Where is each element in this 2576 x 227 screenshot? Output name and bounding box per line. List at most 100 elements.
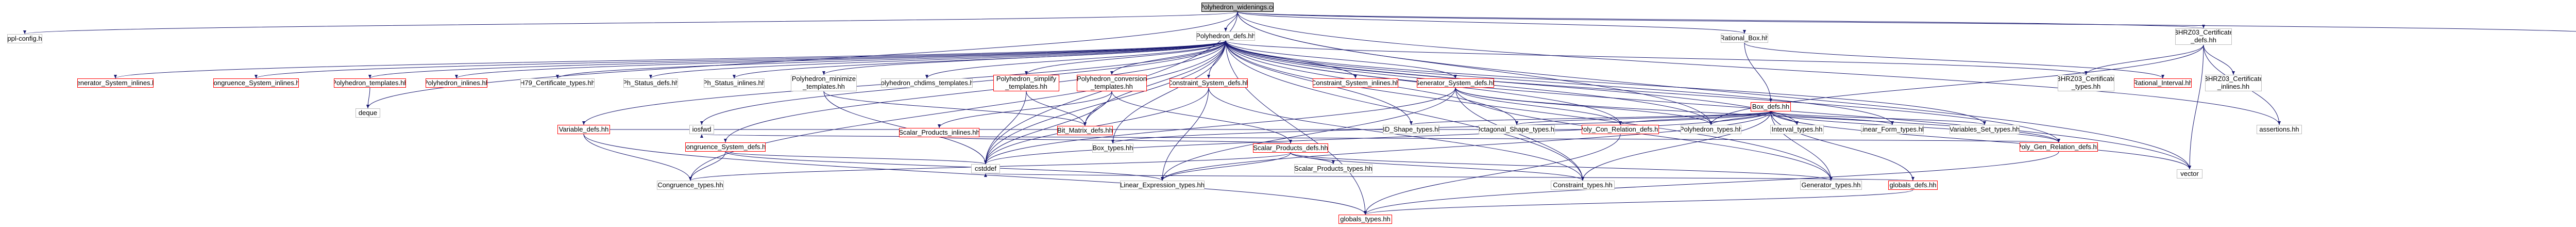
- node-scalar-products-inlines-hh[interactable]: Scalar_Products_inlines.hh: [899, 128, 979, 137]
- edge-generator_system_defs-to-poly_gen_relation_defs: [1455, 87, 2060, 143]
- node-polyhedron-chdims-templates-hh[interactable]: Polyhedron_chdims_templates.hh: [881, 78, 973, 88]
- node-deque[interactable]: deque: [355, 108, 380, 118]
- node-linear-form-types-hh[interactable]: Linear_Form_types.hh: [1861, 125, 1924, 134]
- edge-polyhedron_templates-to-deque: [366, 87, 370, 109]
- node-generator-types-hh[interactable]: Generator_types.hh: [1800, 181, 1862, 190]
- node-bd-shape-types-hh[interactable]: BD_Shape_types.hh: [1383, 125, 1439, 134]
- edge-bhrz03_cert_defs-to-bhrz03_cert_inlines: [2203, 44, 2235, 75]
- edge-polyhedron_defs-to-vector: [1225, 40, 2191, 170]
- node-polyhedron-types-hh[interactable]: Polyhedron_types.hh: [1681, 125, 1741, 134]
- node-ph-status-inlines-hh[interactable]: Ph_Status_inlines.hh: [704, 78, 765, 88]
- edge-generator_system_defs-to-polyhedron_types: [1455, 87, 1713, 125]
- node-bhrz03-certificate-types-hh[interactable]: BHRZ03_Certificate _types.hh: [2058, 75, 2114, 91]
- edge-polyhedron_simplify_templates-to-bit_matrix_defs: [1026, 91, 1087, 126]
- edge-root-to-polyhedron_defs: [1224, 11, 1238, 32]
- node-globals-types-hh[interactable]: globals_types.hh: [1338, 215, 1392, 224]
- edge-poly_gen_relation_defs-to-iosfwd: [701, 134, 2059, 143]
- node-box-types-hh[interactable]: Box_types.hh: [1092, 143, 1133, 153]
- node-bit-matrix-defs-hh[interactable]: Bit_Matrix_defs.hh: [1057, 126, 1113, 135]
- node-bhrz03-certificate-inlines-hh[interactable]: BHRZ03_Certificate _inlines.hh: [2205, 75, 2262, 91]
- edge-polyhedron_defs-to-poly_gen_relation_defs: [1225, 40, 2060, 143]
- node-iosfwd[interactable]: iosfwd: [689, 125, 714, 134]
- edge-polyhedron_defs-to-congruence_types: [689, 40, 1226, 181]
- edge-poly_con_relation_defs-to-globals_types: [1364, 134, 1621, 215]
- node-octagonal-shape-types-hh[interactable]: Octagonal_Shape_types.hh: [1479, 125, 1555, 134]
- node-ph-status-defs-hh[interactable]: Ph_Status_defs.hh: [623, 78, 678, 88]
- node-congruence-system-inlines-hh[interactable]: Congruence_System_inlines.hh: [213, 78, 299, 88]
- edge-polyhedron_defs-to-variables_set_types: [1225, 40, 1986, 125]
- node-polyhedron-minimize-templates-hh[interactable]: Polyhedron_minimize _templates.hh: [791, 75, 857, 91]
- edge-root-to-ppl_config: [23, 11, 1238, 35]
- node-polyhedron-conversion-templates-hh[interactable]: Polyhedron_conversion _templates.hh: [1077, 75, 1147, 91]
- edge-box_defs-to-cstddef: [984, 111, 1771, 165]
- edge-polyhedron_defs-to-box_types: [1111, 40, 1226, 144]
- edge-root-to-polyhedron_types: [1237, 11, 1713, 125]
- node-poly-gen-relation-defs-hh[interactable]: Poly_Gen_Relation_defs.hh: [2020, 142, 2098, 152]
- edge-polyhedron_defs-to-generator_types: [1225, 40, 1833, 181]
- edge-box_defs-to-polyhedron_types: [1709, 111, 1771, 125]
- node-generator-system-defs-hh[interactable]: Generator_System_defs.hh: [1417, 78, 1494, 88]
- edge-box_defs-to-interval_types: [1770, 111, 1799, 125]
- edge-polyhedron_defs-to-polyhedron_chdims_templates: [925, 40, 1226, 79]
- edge-polyhedron_defs-to-polyhedron_conversion_templates: [1110, 40, 1226, 75]
- edge-polyhedron_conversion_templates-to-cstddef: [984, 91, 1112, 165]
- node-poly-con-relation-defs-hh[interactable]: Poly_Con_Relation_defs.hh: [1582, 125, 1659, 134]
- edge-root-to-rational_box: [1237, 11, 1746, 34]
- node-constraint-system-defs-hh[interactable]: Constraint_System_defs.hh: [1170, 78, 1248, 88]
- edge-variable_defs-to-globals_types: [583, 134, 1367, 215]
- edge-bhrz03_cert_defs-to-bhrz03_cert_types: [2084, 44, 2204, 75]
- edge-generator_system_defs-to-generator_types: [1455, 87, 1833, 181]
- node-polyhedron-defs-hh[interactable]: Polyhedron_defs.hh: [1196, 31, 1255, 41]
- edge-generator_system_defs-to-linear_expression_types: [1161, 87, 1456, 181]
- edge-polyhedron_defs-to-ph_status_defs: [649, 40, 1226, 79]
- node-h79-certificate-types-hh[interactable]: H79_Certificate_types.hh: [520, 78, 595, 88]
- edge-polyhedron_defs-to-polyhedron_simplify_templates: [1025, 40, 1226, 75]
- edge-polyhedron_defs-to-linear_form_types: [1225, 40, 1894, 125]
- edge-box_defs-to-constraint_types: [1581, 111, 1771, 181]
- node-rational-box-hh[interactable]: Rational_Box.hh: [1721, 34, 1768, 43]
- edge-generator_system_defs-to-cstddef: [984, 87, 1456, 165]
- node-polyhedron-templates-hh[interactable]: Polyhedron_templates.hh: [334, 78, 406, 88]
- edge-bhrz03_cert_defs-to-vector: [2188, 44, 2204, 170]
- node-polyhedron-simplify-templates-hh[interactable]: Polyhedron_simplify _templates.hh: [993, 75, 1059, 91]
- node-constraint-types-hh[interactable]: Constraint_types.hh: [1551, 181, 1615, 190]
- node-polyhedron-inlines-hh[interactable]: Polyhedron_inlines.hh: [426, 78, 487, 88]
- node-globals-defs-hh[interactable]: globals_defs.hh: [1888, 181, 1938, 190]
- node-vector[interactable]: vector: [2177, 169, 2202, 179]
- edge-polyhedron_defs-to-bhrz03_cert_types: [1225, 40, 2088, 75]
- node-polyhedron-widenings-cc[interactable]: Polyhedron_widenings.cc: [1201, 3, 1274, 12]
- node-ppl-config-h[interactable]: ppl-config.h: [7, 34, 42, 43]
- node-congruence-types-hh[interactable]: Congruence_types.hh: [657, 181, 724, 190]
- edge-box_defs-to-bd_shape_types: [1410, 111, 1771, 125]
- edge-generator_system_defs-to-poly_con_relation_defs: [1455, 87, 1622, 125]
- edge-polyhedron_defs-to-globals_types: [1225, 40, 1367, 215]
- edge-globals_defs-to-cstddef: [985, 173, 1913, 181]
- node-assertions-hh[interactable]: assertions.hh: [2257, 125, 2302, 134]
- node-variable-defs-hh[interactable]: Variable_defs.hh: [557, 125, 610, 134]
- node-constraint-system-inlines-hh[interactable]: Constraint_System_inlines.hh: [1313, 78, 1398, 88]
- node-bhrz03-certificate-defs-hh[interactable]: BHRZ03_Certificate _defs.hh: [2175, 28, 2232, 45]
- edge-constraint_system_defs-to-constraint_types: [1208, 87, 1584, 181]
- node-scalar-products-defs-hh[interactable]: Scalar_Products_defs.hh: [1253, 143, 1328, 153]
- edge-polyhedron_defs-to-generator_system_inlines: [114, 40, 1226, 79]
- node-linear-expression-types-hh[interactable]: Linear_Expression_types.hh: [1120, 181, 1205, 190]
- edge-polyhedron_defs-to-congruence_system_inlines: [255, 40, 1226, 79]
- edge-generator_system_defs-to-constraint_types: [1455, 87, 1584, 181]
- node-box-defs-hh[interactable]: Box_defs.hh: [1751, 102, 1791, 111]
- node-variables-set-types-hh[interactable]: Variables_Set_types.hh: [1950, 125, 2020, 134]
- node-scalar-products-types-hh[interactable]: Scalar_Products_types.hh: [1294, 164, 1372, 173]
- edge-rational_box-to-box_defs: [1744, 42, 1772, 103]
- edge-box_defs-to-poly_con_relation_defs: [1619, 111, 1771, 125]
- node-interval-types-hh[interactable]: Interval_types.hh: [1770, 125, 1824, 134]
- edge-scalar_products_defs-to-generator_types: [1290, 152, 1833, 181]
- node-cstddef[interactable]: cstddef: [971, 164, 1000, 173]
- edge-variable_defs-to-congruence_types: [583, 134, 692, 181]
- edge-poly_gen_relation_defs-to-globals_types: [1364, 151, 2059, 215]
- edge-polyhedron_defs-to-cstddef: [984, 40, 1226, 165]
- node-generator-system-inlines-hh[interactable]: Generator_System_inlines.hh: [77, 78, 154, 88]
- edge-box_defs-to-linear_expression_types: [1161, 111, 1771, 181]
- node-congruence-system-defs-hh[interactable]: Congruence_System_defs.hh: [685, 142, 766, 152]
- edge-box_defs-to-generator_types: [1770, 111, 1833, 181]
- node-rational-interval-hh[interactable]: Rational_Interval.hh: [2134, 78, 2192, 88]
